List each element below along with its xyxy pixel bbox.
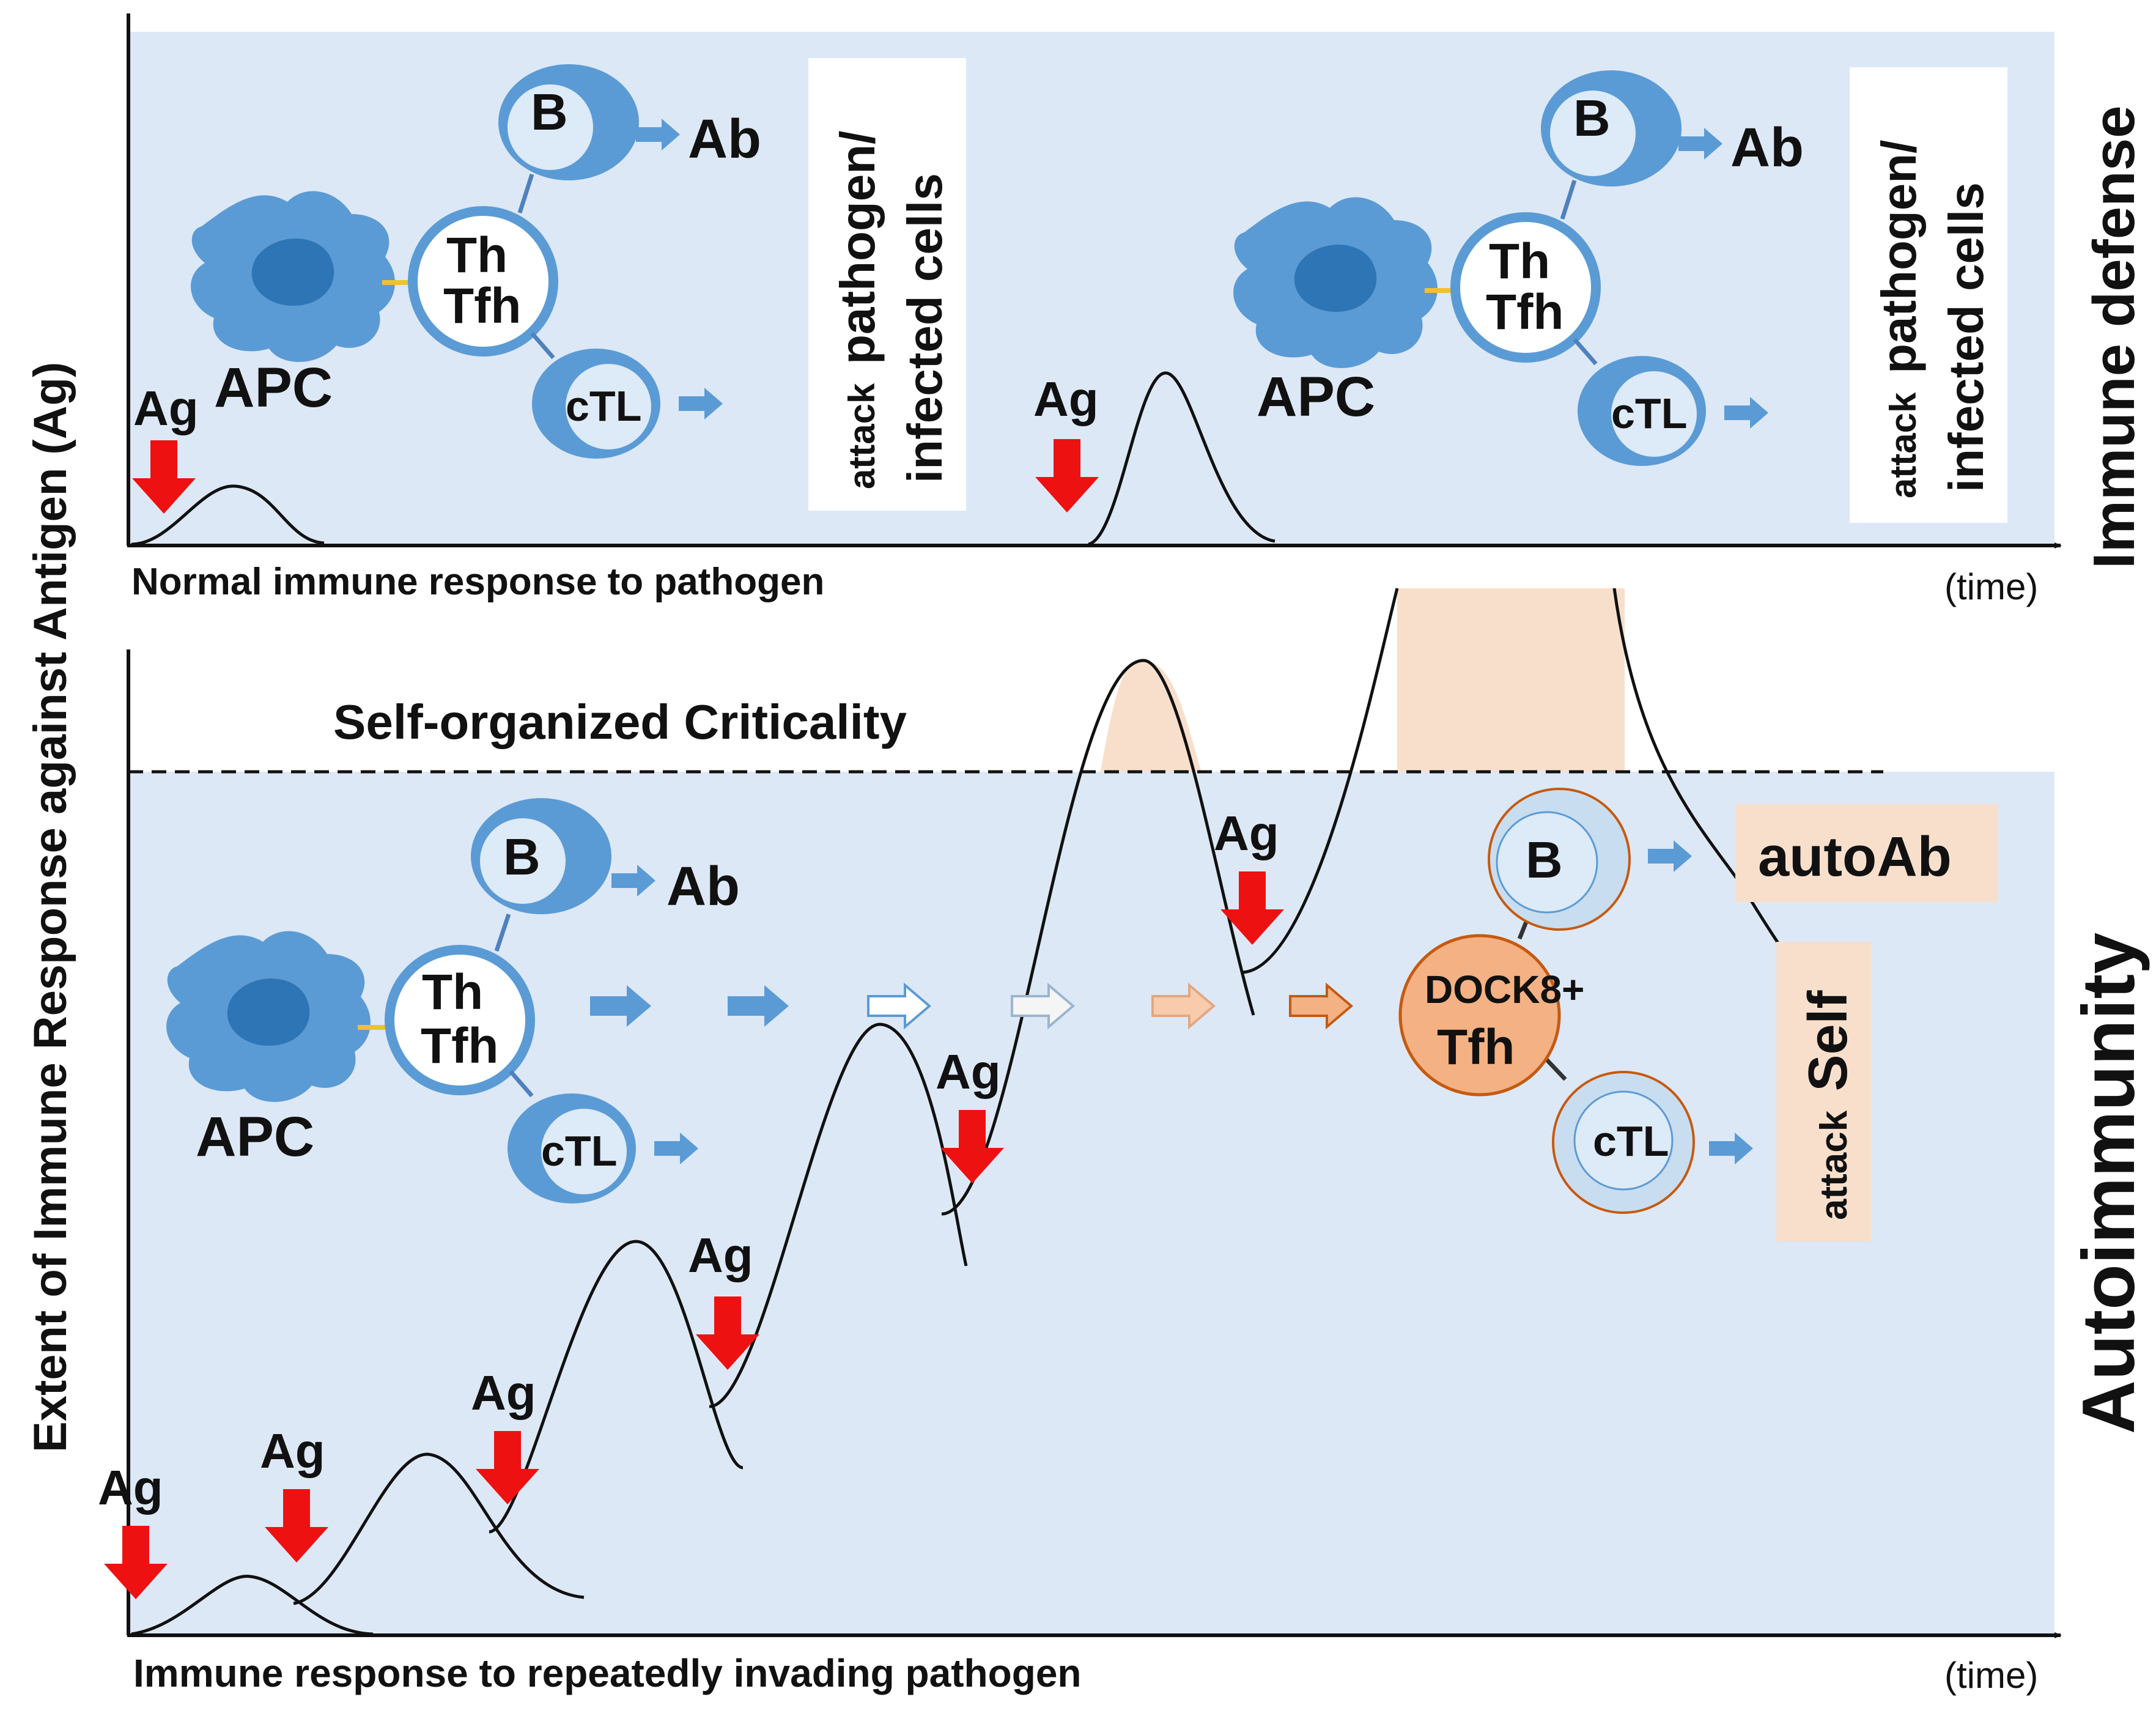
response-peak-6-tail [1612,588,1781,946]
th-tfh-cell [385,945,535,1095]
ag-label-2: Ag [260,1424,325,1478]
response-peak-4 [709,1023,968,1408]
attack-text: attack pathogen/ [830,131,885,489]
bottom-panel-background [127,772,2054,1634]
ag-label-3: Ag [471,1366,536,1420]
escalating-response-curves [131,588,1781,1636]
top-response-peak-2 [1088,371,1276,546]
bottom-panel-caption: Immune response to repeatedly invading p… [133,1651,1082,1695]
b-cell-nucleus [1550,91,1636,176]
ag-label-5: Ag [936,1045,1001,1099]
ab-label: Ab [688,109,761,170]
ag-markers: Ag Ag Ag Ag Ag Ag [98,806,1284,1599]
ctl-label: cTL [541,1127,617,1175]
ab-label: Ab [666,856,740,917]
th-label: Th [446,227,508,283]
ctl-label: cTL [566,382,641,430]
right-label-autoimmunity: Autoimmunity [2067,933,2150,1434]
top-panel-caption: Normal immune response to pathogen [131,561,824,603]
ctl-cell-nucleus [566,364,651,449]
b-label: B [1573,89,1611,147]
attack-line2: infected cells [1939,182,1993,492]
link-tfh-ctl [1542,1055,1567,1081]
b-auto-label: B [1526,831,1563,889]
ag-label-4: Ag [688,1228,753,1282]
ctl-auto-label: cTL [1593,1117,1669,1165]
th-label: Th [1489,234,1550,289]
ctl-cell-nucleus [1611,371,1697,457]
b-cell-nucleus [480,818,566,904]
y-axis-label: Extent of Immune Response against Antige… [24,362,76,1452]
attack-self-text: attack Self [1798,989,1859,1220]
attack-box [808,58,966,511]
attack-line1: pathogen/ [830,131,885,364]
apc-label: APC [196,1106,314,1168]
autoab-box [1735,804,1998,902]
ab-label: Ab [1730,117,1804,179]
top-ag-label-2: Ag [1033,372,1099,426]
autoimmune-cluster: B autoAb DOCK8+ Tfh cTL attack Self [1398,788,1998,1241]
bottom-normal-cluster: APC Th Tfh B Ab cTL [166,798,740,1204]
attack-self-big-word: Self [1798,989,1859,1091]
threshold-label: Self-organized Criticality [333,695,907,749]
ctl-cell-auto-nucleus [1573,1090,1674,1191]
link-th-b [517,173,534,214]
b-cell-auto-nucleus [1496,811,1598,914]
ctl-cell-nucleus [541,1109,627,1194]
tfh-label: Tfh [421,1018,498,1074]
attack-self-box [1776,942,1871,1241]
th-label: Th [422,964,483,1020]
tfh-label: Tfh [1486,284,1563,340]
response-peak-2 [293,1452,585,1605]
top-cell-cluster-2: APC Th Tfh B Ab cTL attack pathogen/ inf… [1233,67,2007,523]
right-label-immune-defense: Immune defense [2081,105,2147,569]
supercritical-region-2 [1397,588,1625,772]
link-th-ctl [1573,338,1598,366]
attack-line1: pathogen/ [1872,140,1926,374]
attack-box [1850,67,2007,523]
tfh-label: Tfh [443,278,521,334]
top-time-label: (time) [1944,566,2038,607]
th-tfh-cell [408,206,558,357]
link-th-b [494,913,511,952]
ag-label-6: Ag [1214,806,1279,860]
apc-label: APC [1257,366,1375,428]
bottom-time-label: (time) [1944,1655,2038,1696]
response-peak-1 [131,1575,374,1636]
dock8-label: DOCK8+ [1425,967,1584,1011]
apc-label: APC [214,357,333,419]
link-th-b [1560,179,1577,220]
b-cell-nucleus [508,84,593,170]
tfh-auto-label: Tfh [1437,1019,1515,1075]
attack-line2: infected cells [898,173,952,483]
dock8-tfh-cell [1398,934,1561,1097]
autoab-label: autoAb [1758,826,1952,888]
ctl-label: cTL [1611,390,1687,437]
attack-text: attack pathogen/ [1872,140,1926,498]
response-peak-6 [1241,588,1399,974]
supercritical-region-1 [1101,660,1202,772]
th-tfh-cell [1450,212,1601,363]
attack-self-small-word: attack [1813,1110,1855,1220]
top-cell-cluster-1: APC Th Tfh B Ab cTL attack pathogen/ inf… [191,58,966,511]
b-label: B [531,83,568,141]
attack-small-word: attack [1883,392,1924,498]
top-response-peak-1 [131,484,325,546]
link-th-ctl [530,331,555,360]
response-peak-5 [941,659,1255,1216]
attack-small-word: attack [841,383,882,489]
b-label: B [503,828,541,886]
link-th-ctl [509,1070,534,1098]
top-ag-label-1: Ag [133,381,199,435]
ag-label-1: Ag [98,1460,163,1515]
